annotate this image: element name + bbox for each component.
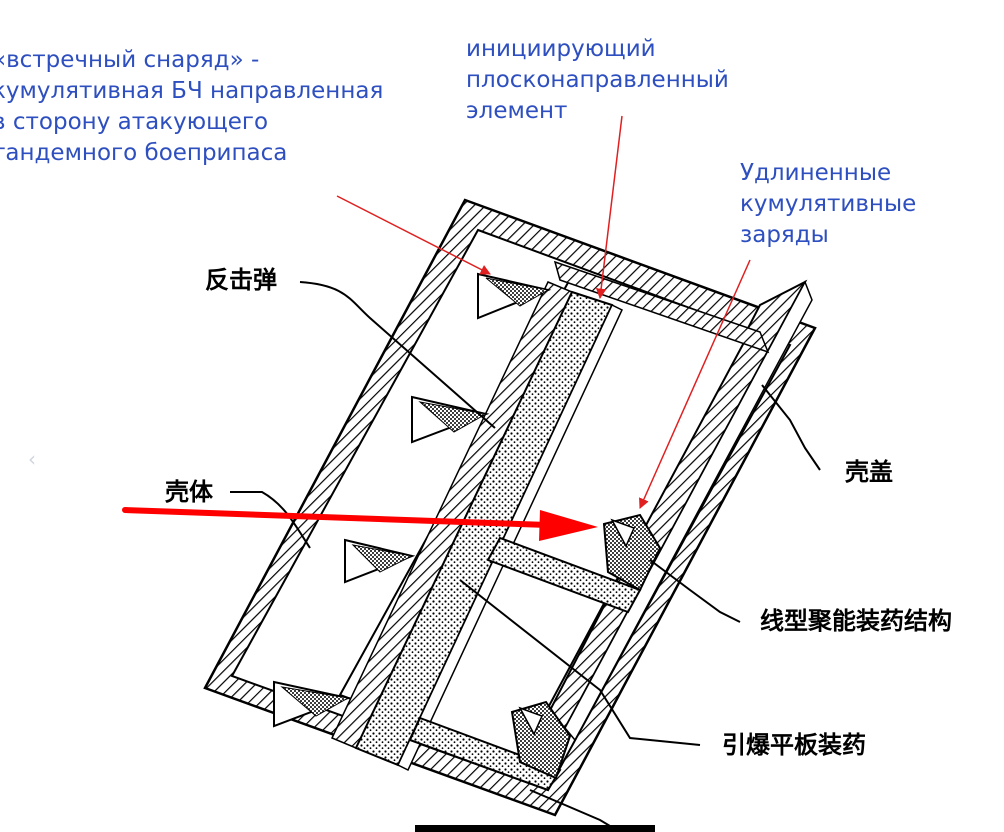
- annotation-line: элемент: [466, 98, 568, 124]
- attack-arrow: [122, 507, 598, 541]
- cover-top-rim: [553, 260, 770, 354]
- leader-lines: [230, 281, 821, 832]
- linear-shaped-charge-lower: [408, 700, 572, 792]
- annotation-linear-charges: Удлиненные кумулятивные заряды: [740, 158, 916, 251]
- bottom-plate: [415, 825, 655, 832]
- annotation-line: инициирующий: [466, 36, 656, 62]
- label-counter-projectile: 反击弹: [205, 266, 277, 294]
- annotation-line: Удлиненные: [740, 160, 892, 186]
- label-detonating-plate-charge: 引爆平板装药: [722, 731, 866, 759]
- counter-projectile-4: [273, 680, 352, 728]
- annotation-line: плосконаправленный: [466, 67, 729, 93]
- annotation-line: тандемного боеприпаса: [0, 140, 288, 166]
- label-housing: 壳体: [165, 478, 213, 506]
- annotation-line: в сторону атакующего: [0, 109, 269, 135]
- prev-arrow-icon[interactable]: ‹: [28, 447, 36, 471]
- detonating-plate-edge: [397, 303, 623, 772]
- annotation-initiating-element: инициирующий плосконаправленный элемент: [466, 34, 729, 127]
- label-cover: 壳盖: [845, 458, 893, 486]
- annotation-line: «встречный снаряд» -: [0, 47, 260, 73]
- annotation-line: заряды: [740, 222, 829, 248]
- counter-projectile-3: [344, 538, 416, 584]
- label-linear-shaped-charge: 线型聚能装药结构: [760, 607, 952, 635]
- annotation-arrows: [336, 115, 751, 509]
- annotation-line: кумулятивные: [740, 191, 917, 217]
- counter-projectile-2: [411, 395, 490, 444]
- annotation-counter-projectile: «встречный снаряд» - кумулятивная БЧ нап…: [0, 45, 383, 169]
- linear-shaped-charge-upper: [486, 513, 662, 614]
- counter-projectile-1: [477, 272, 552, 320]
- annotation-line: кумулятивная БЧ направленная: [0, 78, 384, 104]
